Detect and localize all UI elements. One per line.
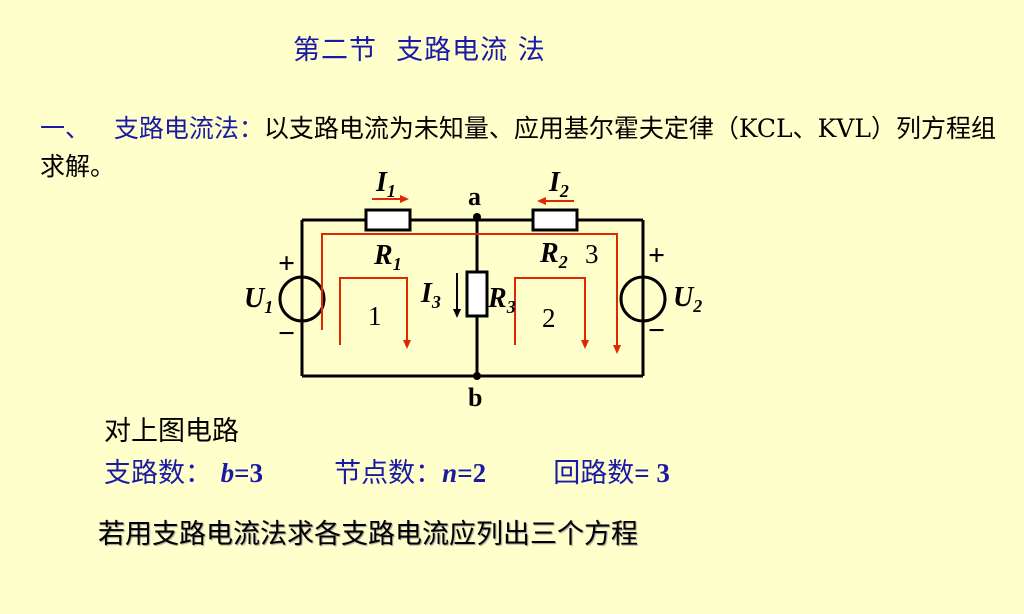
node-b-label: b	[468, 383, 482, 412]
circuit-wires	[300, 218, 645, 378]
branches-var: b	[220, 458, 235, 488]
intro-term: 支路电流法：	[113, 114, 264, 143]
node-a-dot	[473, 213, 481, 221]
resistor-label-r1: R1	[373, 240, 402, 274]
nodes-label: 节点数：	[334, 458, 443, 489]
nodes-value: =2	[457, 458, 487, 488]
loops-value: = 3	[634, 458, 670, 488]
conclusion-text: 若用支路电流法求各支路电流应列出三个方程	[98, 519, 638, 550]
resistor-r2	[531, 208, 579, 232]
u2-plus-sign: +	[648, 239, 665, 272]
circuit-intro-text: 对上图电路	[104, 416, 239, 447]
loop-path-1	[339, 277, 411, 349]
counts-line: 支路数： b=3 节点数：n =2 回路数 = 3	[104, 451, 670, 490]
loop-path-3	[321, 233, 621, 354]
u2-minus-sign: −	[648, 314, 665, 347]
resistor-r3	[465, 270, 489, 318]
resistor-label-r3: R3	[487, 283, 516, 317]
loops-label: 回路数	[553, 458, 635, 489]
voltage-source-u2	[619, 275, 667, 323]
intro-bullet: 一、	[40, 114, 91, 143]
node-b-dot	[473, 372, 481, 380]
node-a-label: a	[468, 182, 481, 211]
loop-label-1: 1	[368, 301, 382, 331]
u1-minus-sign: −	[278, 317, 295, 350]
source-label-u1: U1	[244, 283, 273, 317]
source-label-u2: U2	[673, 282, 702, 316]
page-title: 第二节 支路电流 法	[293, 35, 546, 66]
u1-plus-sign: +	[278, 247, 295, 280]
intro-text: 以支路电流为未知量、应用基尔霍夫定律（KCL、KVL）列方程组求解。	[40, 114, 996, 181]
resistor-r1	[364, 208, 412, 232]
branches-value: =3	[234, 458, 263, 488]
loop-path-2	[514, 277, 589, 349]
current-label-i3: I3	[420, 278, 441, 312]
resistor-label-r2: R2	[539, 238, 568, 272]
voltage-source-u1	[278, 275, 326, 323]
loop-label-3: 3	[585, 239, 599, 269]
current-label-i1: I1	[375, 167, 396, 201]
intro-paragraph: 一、 支路电流法：以支路电流为未知量、应用基尔霍夫定律（KCL、KVL）列方程组…	[40, 110, 1015, 186]
current-label-i2: I2	[548, 167, 569, 201]
branches-label: 支路数：	[104, 458, 212, 489]
nodes-var: n	[442, 458, 458, 488]
loop-label-2: 2	[542, 303, 556, 333]
